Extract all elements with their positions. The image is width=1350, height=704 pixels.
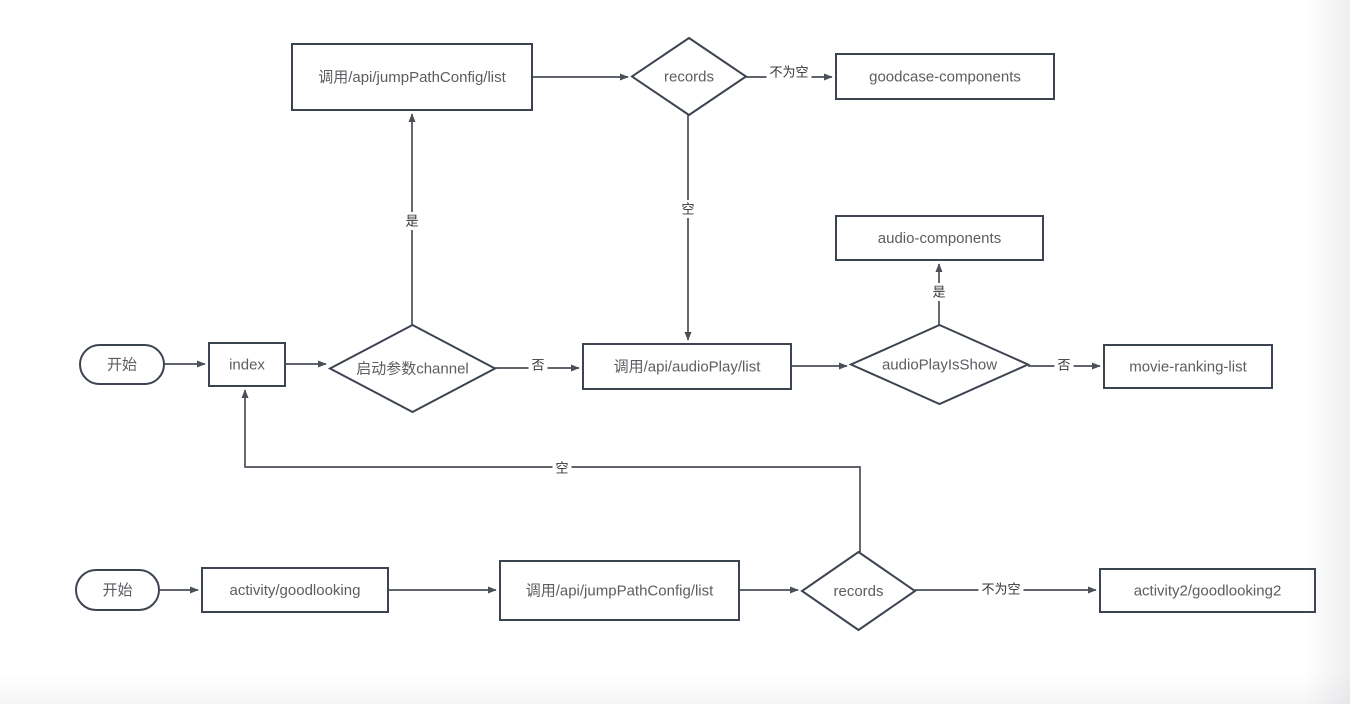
edge-label-text: 是 <box>932 284 945 299</box>
node-label: audio-components <box>878 230 1001 247</box>
nodes-layer: 调用/api/jumpPathConfig/list records goodcas… <box>75 36 1316 632</box>
edge-label-backing <box>528 356 548 374</box>
node-diamond <box>800 550 917 632</box>
node-label: 开始 <box>102 582 132 599</box>
node-goodlooking[interactable]: activity/goodlooking <box>201 567 389 613</box>
node-index[interactable]: index <box>208 342 286 387</box>
node-diamond <box>848 323 1031 406</box>
node-label: audioPlayIsShow <box>882 356 997 373</box>
edge-label-text: 不为空 <box>769 64 808 79</box>
node-label: activity/goodlooking <box>230 582 361 599</box>
edge-label-text: 空 <box>681 201 694 216</box>
node-jump_cfg_top[interactable]: 调用/api/jumpPathConfig/list <box>291 43 533 111</box>
node-label: movie-ranking-list <box>1129 358 1247 375</box>
edge-label-backing <box>766 63 812 81</box>
node-label: 开始 <box>107 356 137 373</box>
node-start_bottom[interactable]: 开始 <box>75 569 160 611</box>
node-rect <box>835 53 1055 100</box>
node-goodcase[interactable]: goodcase-components <box>835 53 1055 100</box>
node-rect <box>582 343 792 390</box>
node-audio_is_show[interactable]: audioPlayIsShow <box>848 323 1031 406</box>
edge-label-text: 空 <box>555 460 568 475</box>
edge-label-lbl_bu_wei_kong_bot: 不为空 <box>978 580 1024 598</box>
edge-label-backing <box>678 200 698 218</box>
edge-label-lbl_fou_isshow: 否 <box>1054 356 1074 374</box>
edge-label-lbl_shi_audio: 是 <box>929 283 949 301</box>
node-start_top[interactable]: 开始 <box>79 344 165 385</box>
node-label: 启动参数channel <box>356 360 469 377</box>
node-rect <box>208 342 286 387</box>
node-movie_rank[interactable]: movie-ranking-list <box>1103 344 1273 389</box>
node-rect <box>1099 568 1316 613</box>
edge-label-text: 不为空 <box>981 581 1020 596</box>
node-label: 调用/api/jumpPathConfig/list <box>526 582 714 599</box>
node-rect <box>291 43 533 111</box>
edge-label-lbl_fou_channel: 否 <box>528 356 548 374</box>
node-label: records <box>664 68 714 85</box>
node-label: 调用/api/jumpPathConfig/list <box>318 69 506 86</box>
node-records_bottom[interactable]: records <box>800 550 917 632</box>
edge-label-backing <box>402 212 422 230</box>
node-rect <box>201 567 389 613</box>
node-label: index <box>229 356 265 373</box>
node-rect <box>499 560 740 621</box>
node-diamond <box>327 323 498 414</box>
edge-label-text: 否 <box>531 357 544 372</box>
node-label: goodcase-components <box>869 68 1021 85</box>
node-oval <box>79 344 165 385</box>
edge-label-backing <box>978 580 1024 598</box>
node-goodlooking2[interactable]: activity2/goodlooking2 <box>1099 568 1316 613</box>
edge-label-backing <box>552 459 572 477</box>
node-label: records <box>833 583 883 600</box>
node-rect <box>835 215 1044 261</box>
node-channel[interactable]: 启动参数channel <box>327 323 498 414</box>
edge-label-text: 是 <box>405 213 418 228</box>
node-jump_cfg_bot[interactable]: 调用/api/jumpPathConfig/list <box>499 560 740 621</box>
edge-label-lbl_shi_left: 是 <box>402 212 422 230</box>
node-records_top[interactable]: records <box>630 36 748 117</box>
node-audio_play[interactable]: 调用/api/audioPlay/list <box>582 343 792 390</box>
node-rect <box>1103 344 1273 389</box>
edge-label-lbl_kong_top: 空 <box>678 200 698 218</box>
node-label: activity2/goodlooking2 <box>1134 582 1282 599</box>
node-audio_comp[interactable]: audio-components <box>835 215 1044 261</box>
node-oval <box>75 569 160 611</box>
node-label: 调用/api/audioPlay/list <box>614 358 762 375</box>
edge-label-lbl_kong_loop: 空 <box>552 459 572 477</box>
edge-label-backing <box>929 283 949 301</box>
node-diamond <box>630 36 748 117</box>
edge-label-lbl_bu_wei_kong_top: 不为空 <box>766 63 812 81</box>
edge-label-backing <box>1054 356 1074 374</box>
edge-label-text: 否 <box>1057 357 1070 372</box>
